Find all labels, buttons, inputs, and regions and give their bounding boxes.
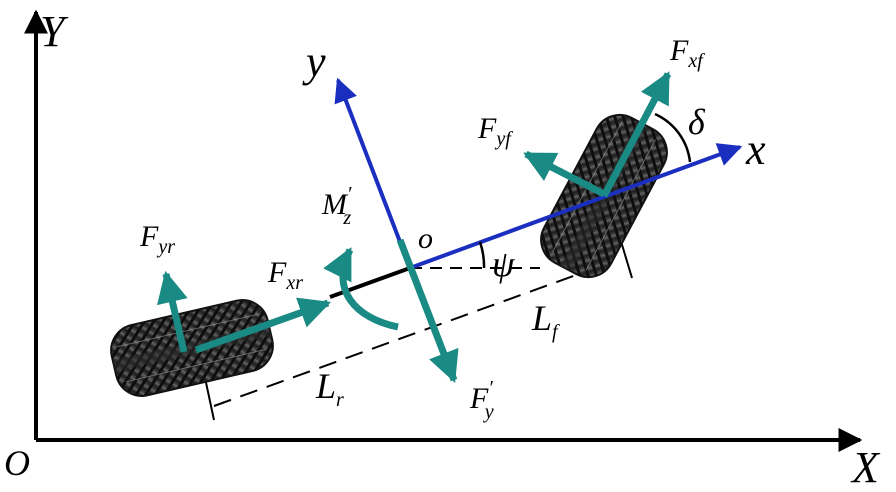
wheelbase-dim-line	[213, 261, 613, 407]
body-x-label: x	[745, 125, 766, 174]
cg-label: o	[418, 222, 433, 255]
rear-tire	[110, 299, 274, 397]
fxr-label: Fxr	[267, 256, 303, 294]
body-y-axis	[334, 77, 412, 269]
origin-label: O	[4, 443, 30, 483]
rear-lateral-force	[157, 270, 188, 353]
global-y-label: Y	[40, 7, 69, 56]
steer-angle-label: δ	[688, 102, 706, 142]
front-lateral-force	[523, 150, 606, 198]
front-longitudinal-force	[600, 71, 672, 198]
yaw-moment-arc	[323, 247, 399, 331]
steer-angle-arc	[654, 112, 692, 163]
fyr-label: Fyr	[139, 220, 175, 258]
fy-prime-label: F′y	[469, 377, 494, 423]
rear-length-label: Lr	[315, 366, 344, 411]
yaw-angle-arc	[478, 241, 486, 269]
fxf-label: Fxf	[669, 34, 705, 72]
global-x-label: X	[850, 443, 881, 492]
yaw-angle-label: ψ	[492, 244, 515, 284]
rear-longitudinal-force	[194, 297, 331, 354]
mz-prime-label: M′z	[321, 183, 352, 229]
front-length-label: Lf	[531, 298, 560, 343]
body-y-label: y	[302, 37, 326, 86]
fyf-label: Fyf	[477, 112, 513, 150]
lateral-force-line	[396, 238, 459, 383]
body-x-axis	[409, 143, 743, 270]
